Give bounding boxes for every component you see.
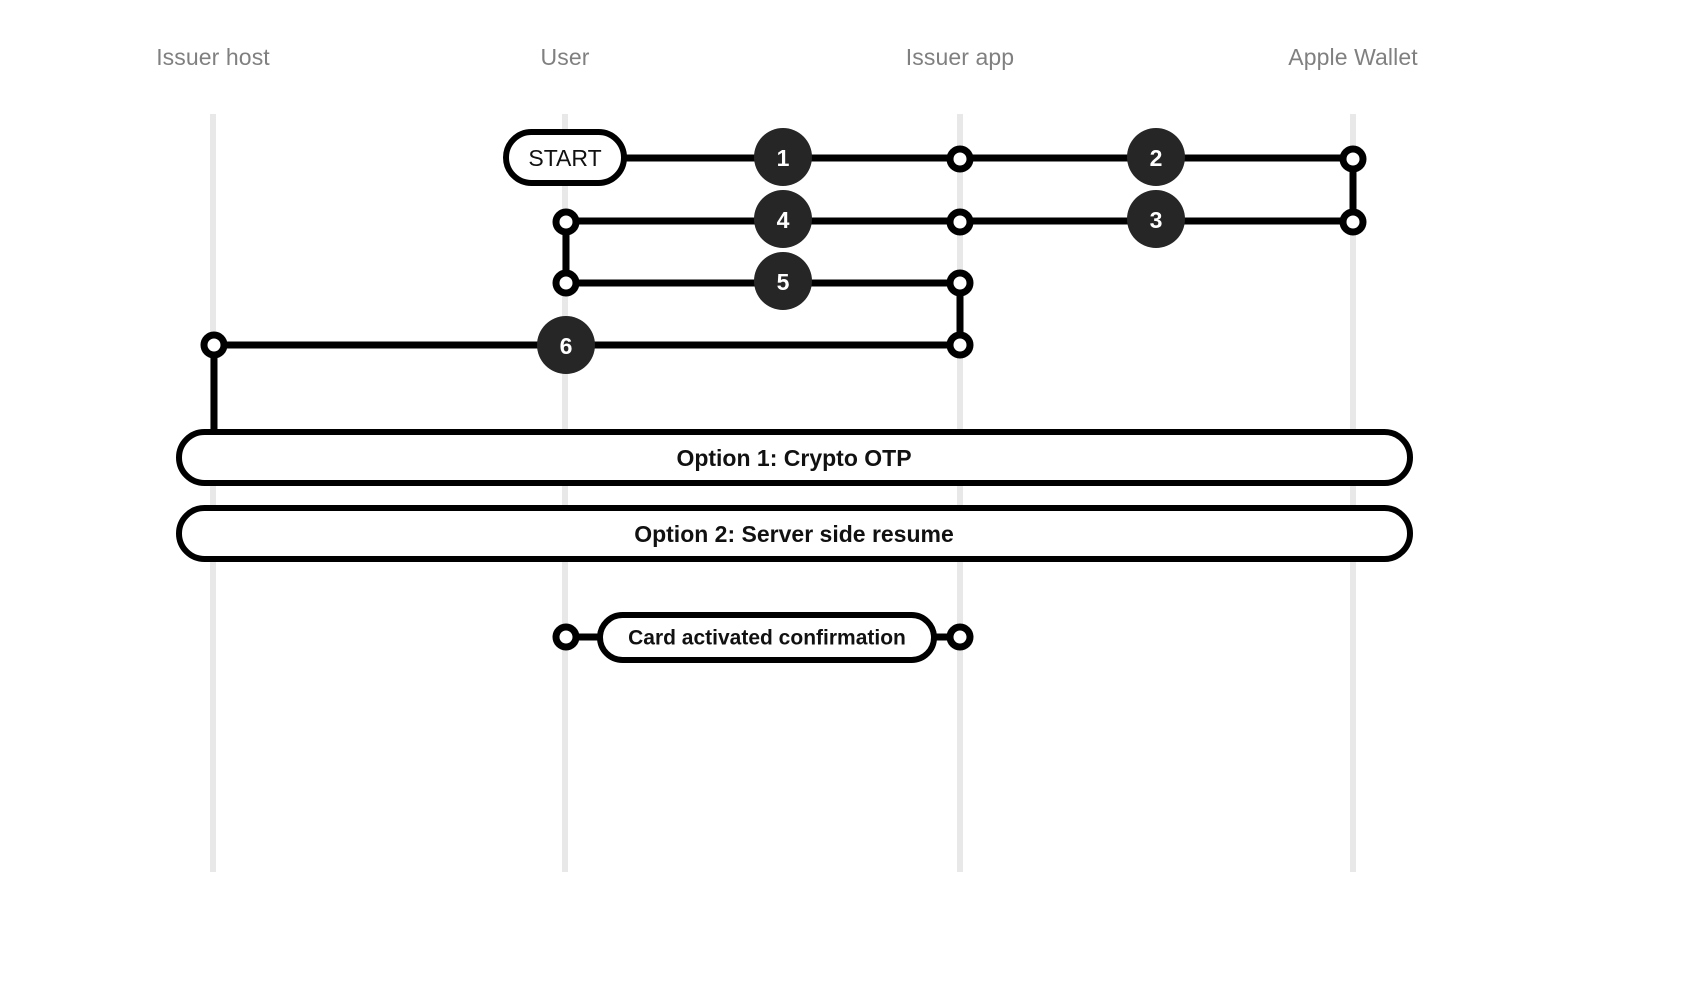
endpoint-dot-issuer-app-row4 [946,208,974,236]
option-box-2-label: Option 2: Server side resume [634,521,954,547]
endpoint-dot-issuer-host-row6 [200,331,228,359]
step-node-4-circle [754,190,812,248]
endpoint-dot-user-confirm [552,623,580,651]
start-node-shape [503,129,627,186]
option-box-1[interactable]: Option 1: Crypto OTP [176,429,1413,486]
message-card-activated-shape [597,612,937,663]
step-node-6-label: 6 [560,333,573,359]
option-box-2-shape [176,505,1413,562]
step-node-1-label: 1 [777,145,790,171]
endpoint-dot-user-row5 [552,269,580,297]
start-node[interactable]: START [503,129,627,186]
endpoint-dots [200,145,1367,651]
option-box-2[interactable]: Option 2: Server side resume [176,505,1413,562]
endpoint-dot-issuer-app-row5 [946,269,974,297]
endpoint-dot-issuer-app-confirm [946,623,974,651]
step-node-5[interactable]: 5 [754,252,812,310]
step-node-1[interactable]: 1 [754,128,812,186]
endpoint-dot-user-row4 [552,208,580,236]
step-node-4-label: 4 [777,207,790,233]
step-node-5-label: 5 [777,269,790,295]
endpoint-dot-issuer-app-row1 [946,145,974,173]
start-node-label: START [528,145,601,171]
message-card-activated[interactable]: Card activated confirmation [597,612,937,663]
lane-label-issuer-app: Issuer app [905,44,1015,70]
endpoint-dot-issuer-app-row6 [946,331,974,359]
step-node-2[interactable]: 2 [1127,128,1185,186]
endpoint-dot-wallet-row1 [1339,145,1367,173]
option-box-1-label: Option 1: Crypto OTP [676,445,911,471]
step-node-3-label: 3 [1150,207,1163,233]
step-node-3[interactable]: 3 [1127,190,1185,248]
step-node-2-circle [1127,128,1185,186]
lane-label-user: User [540,44,590,70]
step-node-2-label: 2 [1150,145,1163,171]
lane-label-issuer-host: Issuer host [156,44,270,70]
endpoint-dot-wallet-row3 [1339,208,1367,236]
step-node-1-circle [754,128,812,186]
lane-label-apple-wallet: Apple Wallet [1288,44,1418,70]
step-node-3-circle [1127,190,1185,248]
step-node-4[interactable]: 4 [754,190,812,248]
step-node-6[interactable]: 6 [537,316,595,374]
option-box-1-shape [176,429,1413,486]
step-node-5-circle [754,252,812,310]
step-node-6-circle [537,316,595,374]
message-card-activated-label: Card activated confirmation [628,627,906,650]
